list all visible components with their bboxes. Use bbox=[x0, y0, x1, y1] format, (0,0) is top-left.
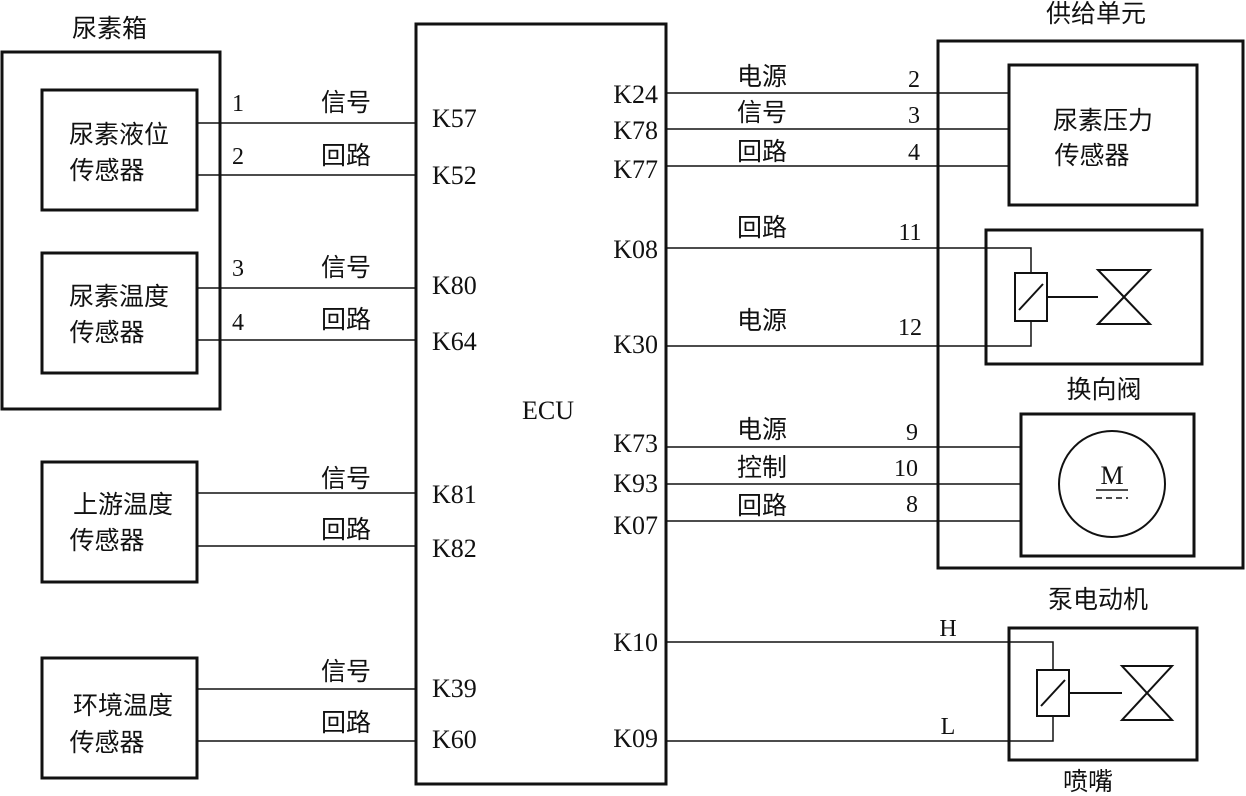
right-wire-k08: K08 回路 11 bbox=[613, 213, 921, 264]
urea-level-sensor-line1: 尿素液位 bbox=[69, 120, 169, 149]
reversing-valve-symbol bbox=[666, 247, 1153, 347]
ecu-pin: K08 bbox=[613, 235, 658, 264]
urea-temp-sensor-box bbox=[40, 251, 199, 375]
urea-tank-title: 尿素箱 bbox=[72, 14, 147, 43]
right-wire-k73: K73 电源 9 bbox=[613, 415, 1021, 458]
ecu-pin: K81 bbox=[432, 480, 477, 509]
ecu-pin: K77 bbox=[613, 155, 658, 184]
wire-number: 9 bbox=[906, 420, 918, 446]
ecu-pin: K52 bbox=[432, 161, 477, 190]
ambient-temp-sensor-line2: 传感器 bbox=[69, 728, 144, 757]
motor-symbol: M bbox=[1100, 461, 1123, 490]
ecu-pin: K39 bbox=[432, 674, 477, 703]
ecu-pin: K64 bbox=[432, 327, 477, 356]
ecu-pin: K07 bbox=[613, 511, 658, 540]
pump-motor-box bbox=[1019, 412, 1196, 558]
ecu-label: ECU bbox=[522, 396, 574, 425]
wire-number: 4 bbox=[232, 310, 244, 336]
ecu-pin: K60 bbox=[432, 725, 477, 754]
urea-tank-box bbox=[0, 50, 222, 411]
left-wire-4: 4 回路 K64 bbox=[197, 305, 477, 356]
upstream-temp-sensor-line1: 上游温度 bbox=[73, 490, 173, 519]
wire-function: 信号 bbox=[321, 464, 371, 493]
upstream-temp-sensor-line2: 传感器 bbox=[69, 526, 144, 555]
wire-function: 信号 bbox=[737, 98, 787, 127]
ecu-pin: K24 bbox=[613, 80, 658, 109]
urea-pressure-sensor-line1: 尿素压力 bbox=[1053, 106, 1153, 135]
wire-function: 回路 bbox=[321, 515, 371, 544]
right-wire-k30: K30 电源 12 bbox=[613, 306, 922, 359]
motor-circle bbox=[1058, 430, 1166, 538]
left-wire-3: 3 信号 K80 bbox=[197, 253, 477, 300]
wire-function: 回路 bbox=[321, 708, 371, 737]
nozzle-valve-symbol bbox=[666, 641, 1175, 742]
wire-function: 回路 bbox=[321, 305, 371, 334]
wire-number: 8 bbox=[906, 492, 918, 518]
urea-level-sensor-line2: 传感器 bbox=[69, 156, 144, 185]
ambient-temp-sensor-box bbox=[40, 656, 199, 780]
left-wire-7: 信号 K39 bbox=[197, 657, 477, 703]
ecu-pin: K73 bbox=[613, 429, 658, 458]
right-wire-k78: K78 信号 3 bbox=[613, 98, 1009, 145]
wire-function: 回路 bbox=[737, 491, 787, 520]
right-wire-k09: K09 L bbox=[613, 714, 955, 753]
urea-level-sensor-box bbox=[40, 88, 199, 212]
urea-temp-sensor-line2: 传感器 bbox=[69, 318, 144, 347]
wire-number: 2 bbox=[232, 144, 244, 170]
wire-function: 信号 bbox=[321, 657, 371, 686]
wire-number: 12 bbox=[898, 315, 922, 341]
ecu-pin: K80 bbox=[432, 271, 477, 300]
wire-function: 信号 bbox=[321, 88, 371, 117]
supply-unit-box bbox=[936, 39, 1245, 570]
left-wire-8: 回路 K60 bbox=[197, 708, 477, 754]
supply-unit-title: 供给单元 bbox=[1046, 0, 1146, 28]
urea-pressure-sensor-box bbox=[1007, 63, 1199, 207]
ecu-pin: K09 bbox=[613, 724, 658, 753]
ambient-temp-sensor-line1: 环境温度 bbox=[73, 691, 173, 720]
right-wire-k93: K93 控制 10 bbox=[613, 453, 1021, 498]
ecu-box bbox=[414, 22, 668, 786]
urea-pressure-sensor-line2: 传感器 bbox=[1054, 141, 1129, 170]
wire-number: 11 bbox=[898, 220, 921, 246]
wire-number: 2 bbox=[908, 67, 920, 93]
upstream-temp-sensor-box bbox=[40, 460, 199, 584]
wire-number: L bbox=[941, 714, 956, 740]
wire-number: 1 bbox=[232, 91, 244, 117]
wire-number: 3 bbox=[908, 103, 920, 129]
right-wire-k07: K07 回路 8 bbox=[613, 491, 1021, 540]
ecu-pin: K82 bbox=[432, 534, 477, 563]
left-wire-5: 信号 K81 bbox=[197, 464, 477, 509]
pump-motor-title: 泵电动机 bbox=[1048, 585, 1148, 614]
urea-temp-sensor-line1: 尿素温度 bbox=[69, 282, 169, 311]
wire-function: 回路 bbox=[737, 213, 787, 242]
wire-function: 电源 bbox=[737, 415, 787, 444]
ecu-pin: K30 bbox=[613, 330, 658, 359]
right-wire-k77: K77 回路 4 bbox=[613, 137, 1009, 184]
ecu-pin: K93 bbox=[613, 469, 658, 498]
left-wire-6: 回路 K82 bbox=[197, 515, 477, 563]
right-wire-k10: K10 H bbox=[613, 616, 956, 657]
wire-function: 信号 bbox=[321, 253, 371, 282]
nozzle-title: 喷嘴 bbox=[1063, 767, 1113, 796]
reversing-valve-box bbox=[984, 228, 1204, 366]
ecu-pin: K78 bbox=[613, 116, 658, 145]
ecu-pin: K10 bbox=[613, 628, 658, 657]
reversing-valve-label: 换向阀 bbox=[1066, 375, 1141, 404]
wire-number: 10 bbox=[894, 456, 918, 482]
left-wire-2: 2 回路 K52 bbox=[197, 141, 477, 190]
wire-function: 电源 bbox=[737, 306, 787, 335]
ecu-pin: K57 bbox=[432, 104, 477, 133]
right-wire-k24: K24 电源 2 bbox=[613, 62, 1009, 109]
wire-function: 电源 bbox=[737, 62, 787, 91]
wire-number: 4 bbox=[908, 140, 920, 166]
wire-function: 回路 bbox=[737, 137, 787, 166]
wire-function: 控制 bbox=[737, 453, 787, 482]
wire-number: H bbox=[939, 616, 956, 642]
left-wire-1: 1 信号 K57 bbox=[197, 88, 477, 133]
wire-number: 3 bbox=[232, 256, 244, 282]
wire-function: 回路 bbox=[321, 141, 371, 170]
nozzle-box bbox=[1007, 626, 1199, 762]
